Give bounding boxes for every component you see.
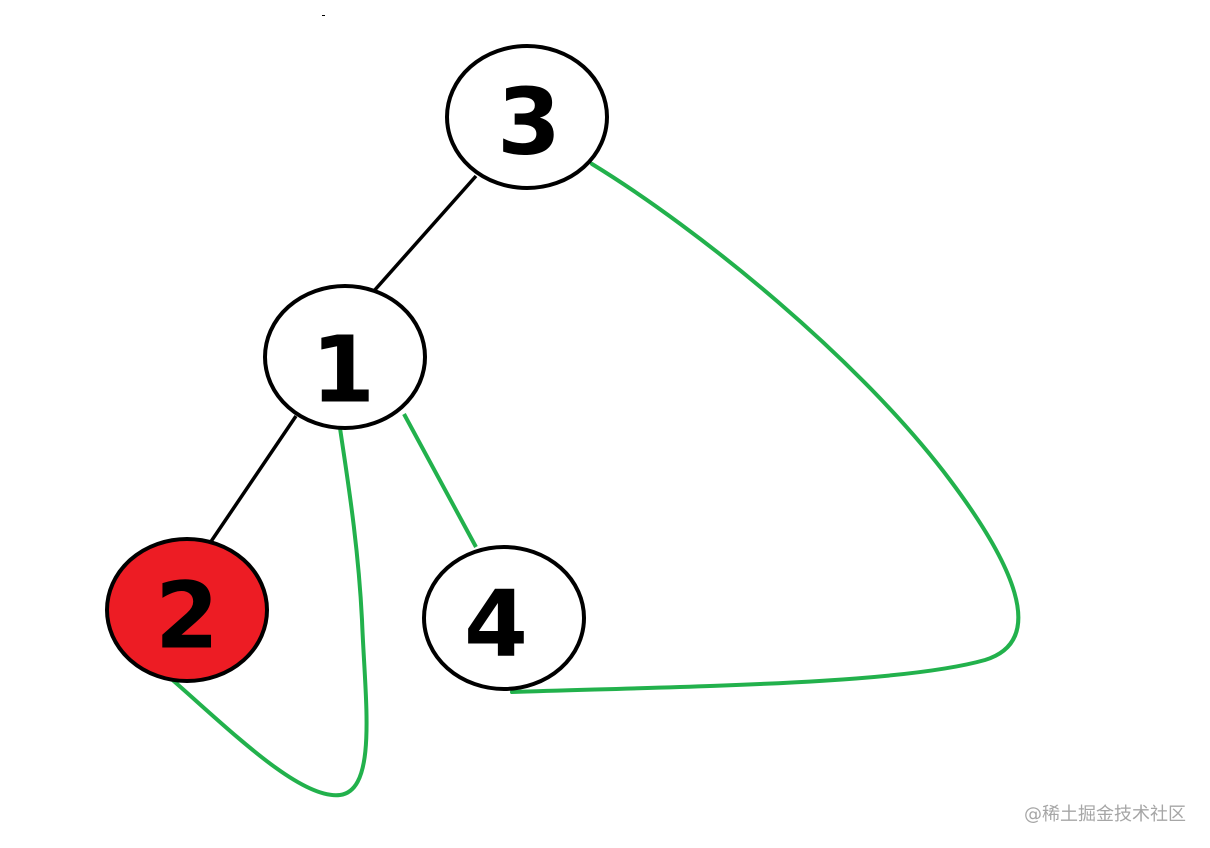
speck-mark bbox=[322, 15, 325, 16]
edges-layer bbox=[166, 162, 1021, 798]
node-1-circle bbox=[263, 284, 427, 430]
node-4-circle bbox=[422, 545, 586, 691]
node-2-label: 2 bbox=[155, 563, 219, 670]
node-1-label: 1 bbox=[311, 317, 375, 424]
node-3: 3 bbox=[445, 44, 609, 190]
thread-edge-1-to-4 bbox=[402, 413, 478, 548]
tree-edge-3-to-1 bbox=[371, 174, 478, 294]
node-1: 1 bbox=[263, 284, 427, 430]
watermark-text: @稀土掘金技术社区 bbox=[1024, 804, 1186, 825]
node-4-label: 4 bbox=[464, 571, 528, 678]
node-3-circle bbox=[445, 44, 609, 190]
thread-edge-4-to-3 bbox=[510, 162, 1021, 694]
node-2: 2 bbox=[105, 537, 269, 683]
node-2-circle bbox=[105, 537, 269, 683]
tree-edge-1-to-2 bbox=[208, 415, 298, 544]
thread-edge-2-to-1 bbox=[166, 426, 369, 798]
node-3-label: 3 bbox=[497, 69, 561, 176]
node-4: 4 bbox=[422, 545, 586, 691]
